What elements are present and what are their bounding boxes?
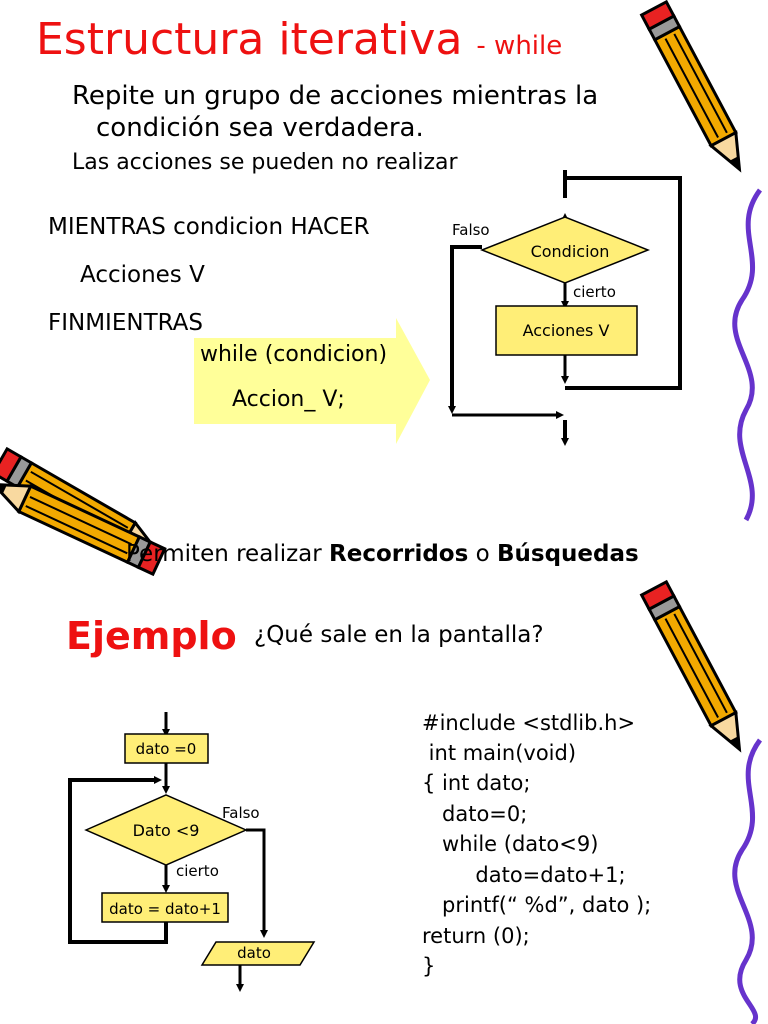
pseudocode-line: MIENTRAS condicion HACER (48, 214, 370, 240)
description-line: condición sea verdadera. (96, 113, 424, 143)
c-syntax-line: while (condicion) (200, 342, 388, 367)
code-line: while (dato<9) (422, 832, 599, 856)
flow1-action-label: Acciones V (523, 321, 610, 340)
description-note: Las acciones se pueden no realizar (72, 150, 458, 175)
flow2-output-label: dato (237, 944, 271, 962)
code-line: int main(void) (422, 741, 577, 765)
c-syntax-line: Accion_ V; (232, 387, 345, 412)
flow2-true-label: cierto (176, 862, 219, 880)
flow2-false-label: Falso (222, 804, 260, 822)
code-line: dato=dato+1; (422, 863, 626, 887)
permiten-statement: Permiten realizar Recorridos o Búsquedas (126, 541, 639, 567)
pseudocode-line: FINMIENTRAS (48, 310, 204, 336)
page-title: Estructura iterativa - while (36, 14, 563, 65)
flow1-condition-label: Condicion (531, 242, 610, 261)
pencil-icon (640, 580, 754, 758)
code-line: { int dato; (422, 771, 531, 795)
pseudocode-line: Acciones V (80, 262, 205, 288)
flowchart-example (68, 712, 316, 992)
example-question: ¿Qué sale en la pantalla? (254, 622, 544, 648)
wave-line-top (732, 188, 763, 522)
wave-line-bottom (732, 738, 763, 1024)
flow1-true-label: cierto (573, 283, 616, 301)
example-heading: Ejemplo (66, 614, 237, 658)
pencil-icon (640, 0, 754, 178)
flow2-condition-label: Dato <9 (133, 821, 200, 840)
code-line: #include <stdlib.h> (422, 711, 636, 735)
code-line: } (422, 954, 436, 978)
big-arrow-shape (194, 318, 430, 444)
code-line: dato=0; (422, 802, 528, 826)
flow1-false-label: Falso (452, 221, 490, 239)
description-line: Repite un grupo de acciones mientras la (72, 81, 599, 111)
flowchart-while (448, 170, 682, 446)
code-line: printf(“ %d”, dato ); (422, 893, 652, 917)
code-line: return (0); (422, 924, 530, 948)
flow2-action-label: dato = dato+1 (109, 900, 221, 918)
flow2-init-label: dato =0 (136, 740, 197, 758)
